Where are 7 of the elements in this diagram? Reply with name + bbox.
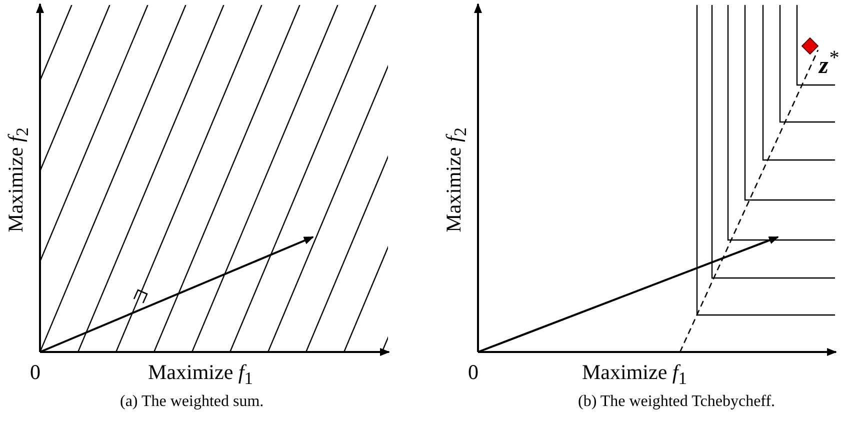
axis-label: Maximize f$_{1}$ bbox=[148, 362, 253, 388]
caption: (a) The weighted sum. bbox=[120, 394, 264, 410]
caption: (b) The weighted Tchebycheff. bbox=[578, 394, 776, 410]
origin-label: 0 bbox=[30, 362, 40, 383]
axis-label: Maximize f$_{1}$ bbox=[582, 362, 687, 388]
point-label: z$^{*}$ bbox=[819, 48, 838, 78]
origin-label: 0 bbox=[468, 362, 478, 383]
